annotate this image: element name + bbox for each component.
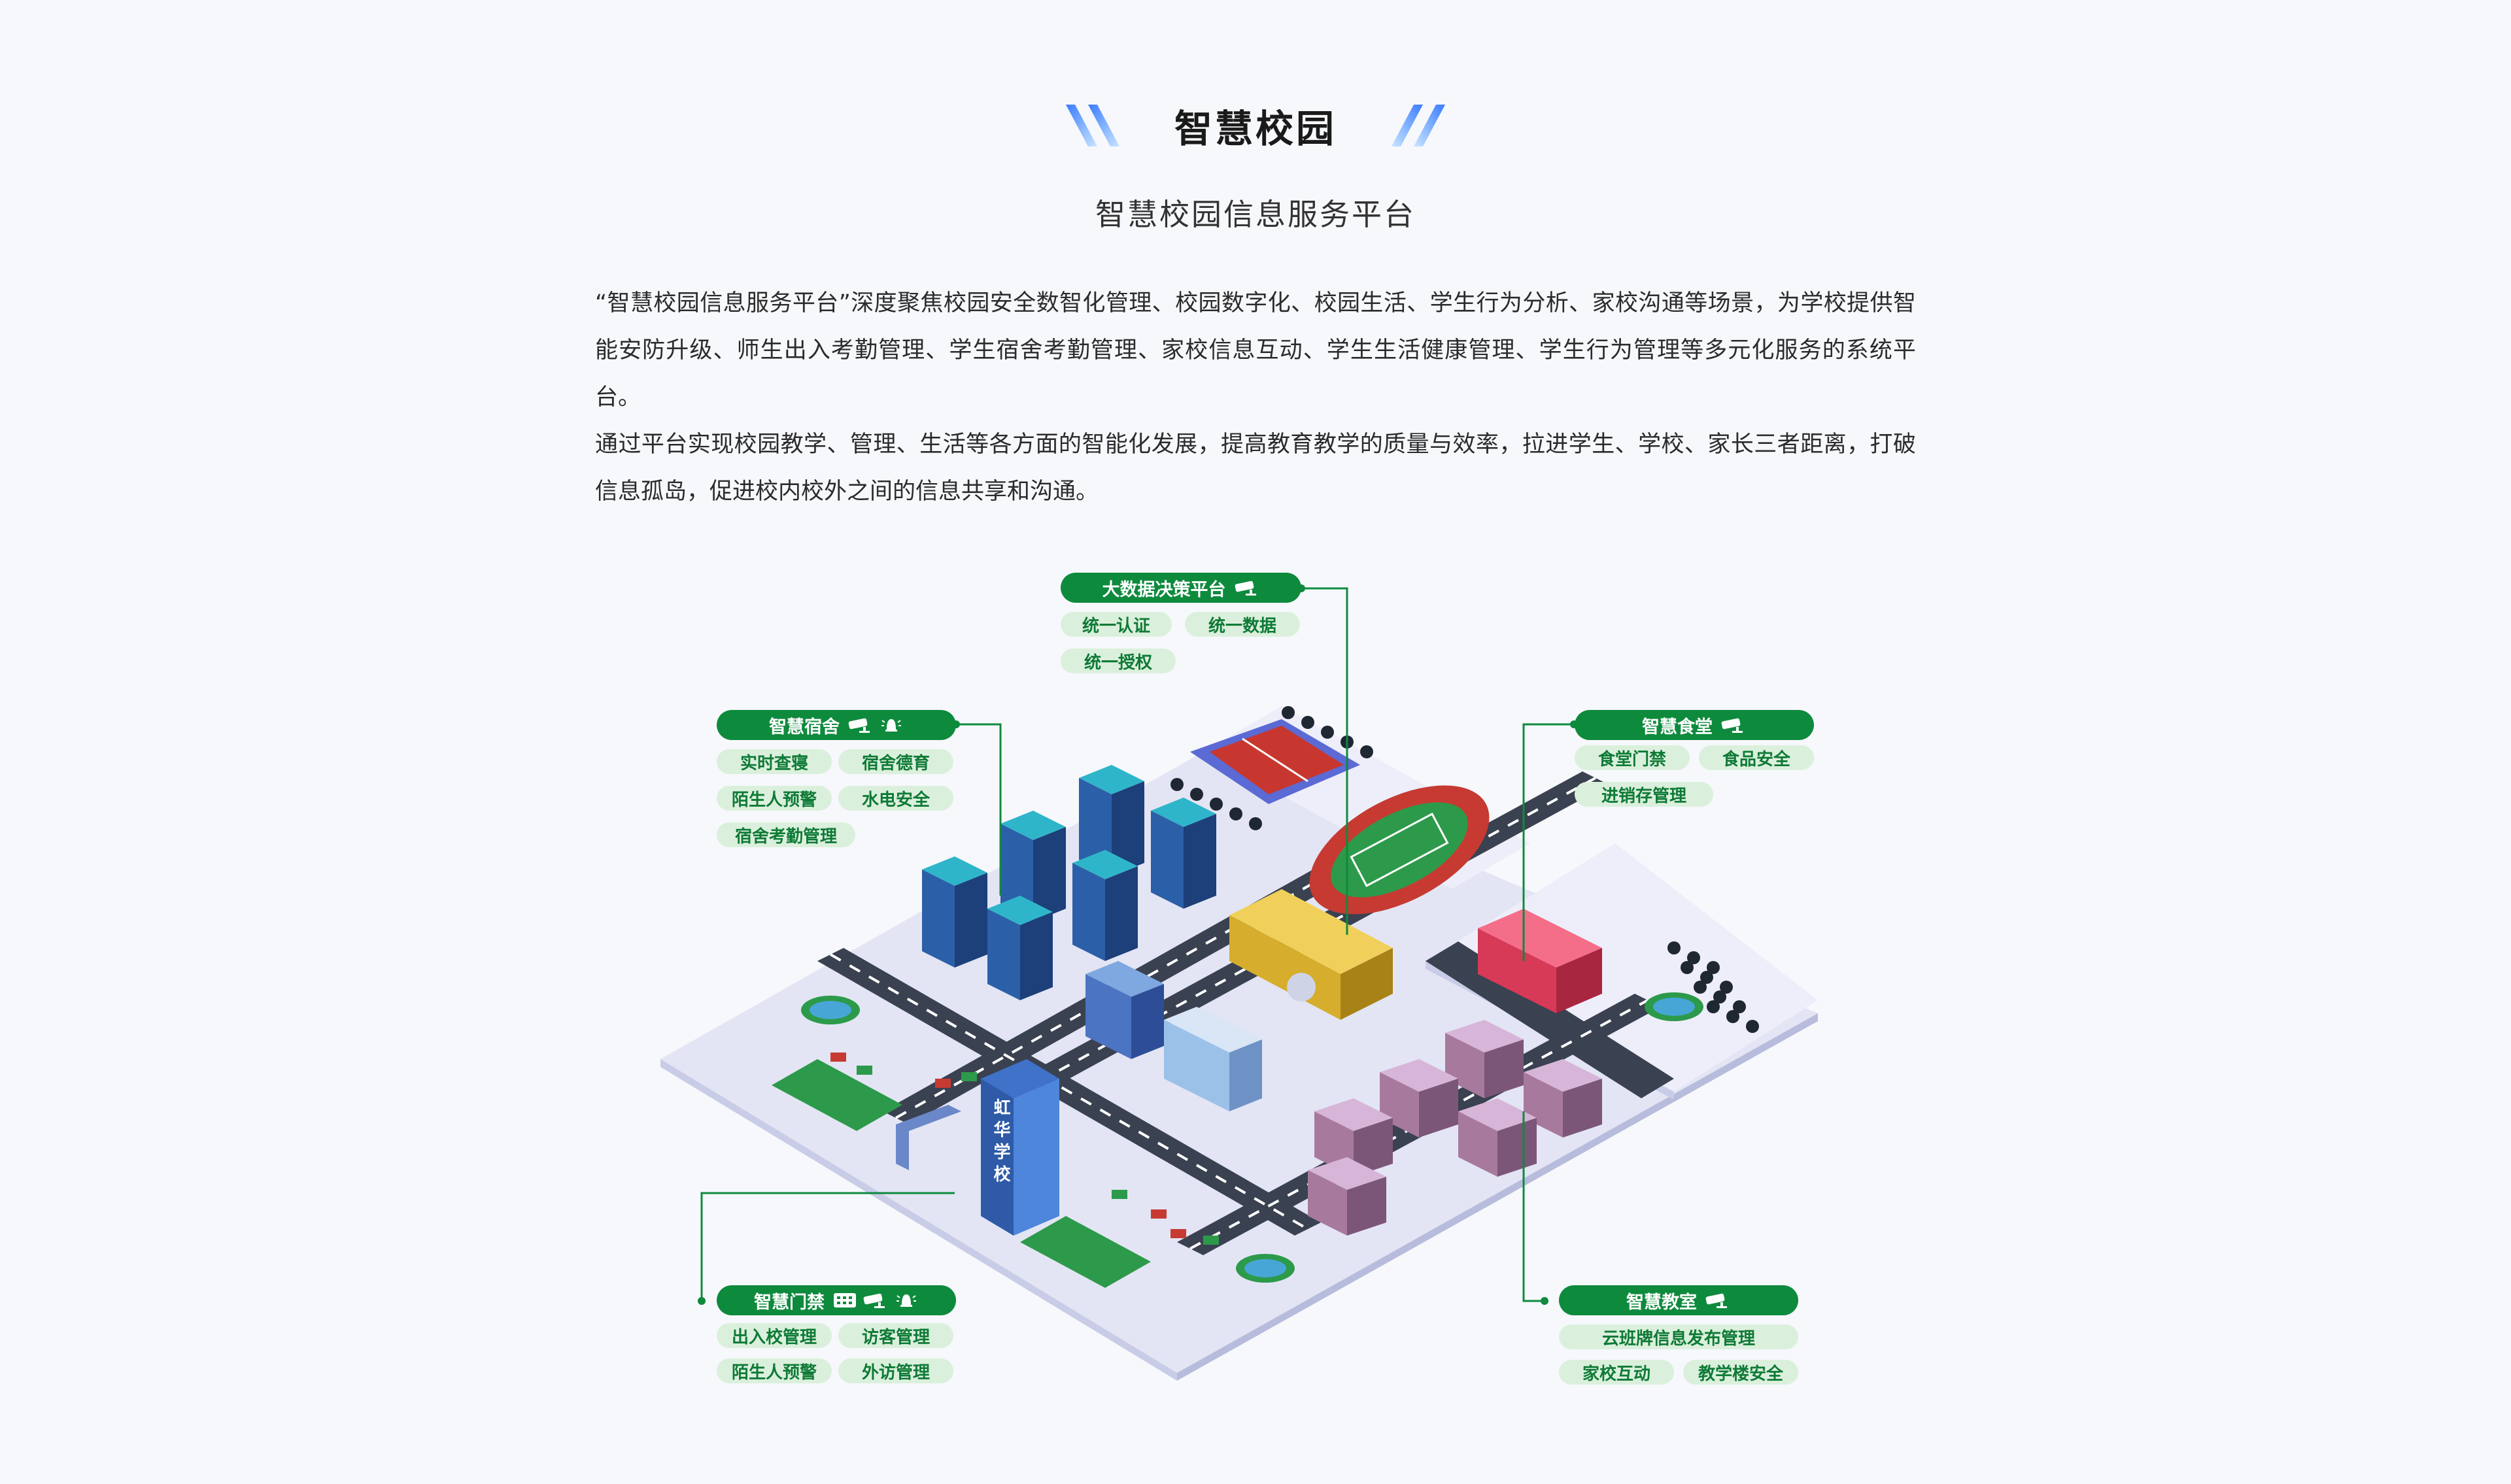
module-canteen-title-text: 智慧食堂 bbox=[1642, 717, 1713, 737]
alarm-bell-icon bbox=[897, 1294, 916, 1307]
keypad-icon bbox=[834, 1293, 856, 1307]
description-paragraph-1: “智慧校园信息服务平台”深度聚焦校园安全数智化管理、校园数字化、校园生活、学生行… bbox=[595, 290, 1916, 411]
module-bigdata-icons bbox=[1234, 579, 1260, 596]
tag-food-safety: 食品安全 bbox=[1699, 745, 1814, 770]
tag-canteen-access: 食堂门禁 bbox=[1575, 745, 1690, 770]
canteen-building bbox=[1478, 909, 1602, 1013]
module-dorm-title-text: 智慧宿舍 bbox=[769, 717, 840, 737]
tag-unified-auth: 统一认证 bbox=[1061, 612, 1172, 637]
page-title: 智慧校园 bbox=[1174, 107, 1337, 151]
tag-dorm-moral: 宿舍德育 bbox=[838, 749, 953, 774]
main-building bbox=[1229, 889, 1393, 1020]
tag-class-board-publishing: 云班牌信息发布管理 bbox=[1559, 1324, 1798, 1349]
module-gate-title: 智慧门禁 bbox=[717, 1285, 956, 1315]
tag-unified-data: 统一数据 bbox=[1185, 612, 1300, 637]
module-classroom-title: 智慧教室 bbox=[1559, 1285, 1798, 1315]
left-slash-decoration-icon bbox=[1065, 105, 1119, 146]
school-sign-text: 虹华学校 bbox=[991, 1098, 1010, 1187]
tag-home-school-interaction: 家校互动 bbox=[1559, 1360, 1674, 1385]
tag-inventory-management: 进销存管理 bbox=[1575, 782, 1713, 807]
camera-icon bbox=[1721, 718, 1743, 733]
module-dorm-title: 智慧宿舍 bbox=[717, 710, 956, 740]
school-gate bbox=[896, 1059, 1059, 1236]
camera-icon bbox=[1235, 581, 1256, 596]
basketball-court bbox=[1190, 719, 1360, 804]
tag-entry-exit-management: 出入校管理 bbox=[717, 1323, 832, 1348]
parking-lots bbox=[772, 992, 1703, 1288]
tag-stranger-alert: 陌生人预警 bbox=[717, 786, 832, 811]
teaching-buildings bbox=[1085, 961, 1262, 1111]
classroom-buildings bbox=[1308, 1020, 1602, 1236]
tag-water-electric-safety: 水电安全 bbox=[838, 786, 953, 811]
module-classroom-title-text: 智慧教室 bbox=[1626, 1292, 1697, 1313]
alarm-bell-icon bbox=[881, 719, 901, 732]
module-canteen-icons bbox=[1720, 717, 1747, 734]
tag-teaching-building-safety: 教学楼安全 bbox=[1683, 1360, 1798, 1385]
description: “智慧校园信息服务平台”深度聚焦校园安全数智化管理、校园数字化、校园生活、学生行… bbox=[595, 280, 1916, 515]
trees bbox=[1170, 706, 1759, 1033]
tag-outing-management: 外访管理 bbox=[838, 1358, 953, 1383]
module-gate-title-text: 智慧门禁 bbox=[754, 1292, 825, 1313]
tag-realtime-dorm-check: 实时查寝 bbox=[717, 749, 832, 774]
module-canteen-title: 智慧食堂 bbox=[1575, 710, 1814, 740]
connector-lines bbox=[700, 587, 1574, 1302]
tag-stranger-alert-gate: 陌生人预警 bbox=[717, 1358, 832, 1383]
camera-icon bbox=[848, 718, 870, 733]
module-bigdata-title: 大数据决策平台 bbox=[1061, 573, 1301, 603]
module-bigdata-title-text: 大数据决策平台 bbox=[1102, 579, 1226, 600]
module-classroom-icons bbox=[1705, 1292, 1731, 1309]
module-dorm-icons bbox=[847, 715, 904, 735]
camera-icon bbox=[863, 1293, 885, 1308]
module-gate-icons bbox=[832, 1290, 919, 1310]
page-subtitle: 智慧校园信息服务平台 bbox=[1095, 197, 1416, 232]
right-slash-decoration-icon bbox=[1392, 105, 1445, 146]
tag-unified-authorization: 统一授权 bbox=[1061, 649, 1176, 673]
camera-icon bbox=[1705, 1293, 1727, 1308]
dorm-buildings bbox=[922, 765, 1216, 1000]
description-paragraph-2: 通过平台实现校园教学、管理、生活等各方面的智能化发展，提高教育教学的质量与效率，… bbox=[595, 431, 1916, 505]
title-bar: 智慧校园 bbox=[0, 98, 2511, 153]
football-field bbox=[1309, 785, 1490, 915]
tag-visitor-management: 访客管理 bbox=[838, 1323, 953, 1348]
tag-dorm-attendance: 宿舍考勤管理 bbox=[717, 822, 855, 847]
